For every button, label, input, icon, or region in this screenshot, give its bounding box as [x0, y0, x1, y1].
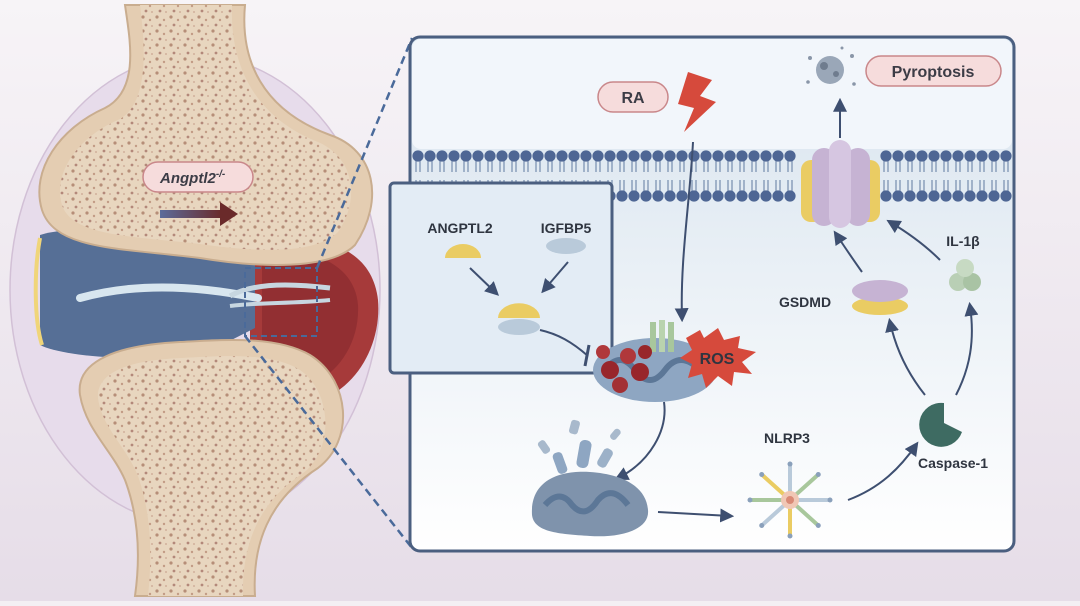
cartilage-left	[40, 227, 255, 359]
angptl2-label: ANGPTL2	[427, 220, 493, 236]
dying-cell-icon	[806, 46, 856, 86]
outcome-pill	[865, 55, 1002, 87]
ros-particles	[596, 345, 652, 393]
outcome-label: Pyroptosis	[892, 64, 975, 81]
nlrp3-label: NLRP3	[764, 430, 810, 446]
zoom-region	[244, 267, 318, 337]
complex-protein-icon	[498, 303, 540, 318]
gene-knockout-label: Angptl2-/-	[159, 169, 226, 187]
caspase-1-label: Caspase-1	[918, 455, 988, 471]
ra-signal-arrow	[674, 141, 694, 323]
il-1-beta-label: IL-1β	[946, 233, 980, 249]
inhibition-line	[539, 329, 589, 357]
nlrp3-inflammasome-icon	[747, 461, 833, 539]
il-1-beta-icon	[949, 259, 981, 291]
igfbp5-label: IGFBP5	[541, 220, 592, 236]
gene-knockout-pill	[142, 161, 254, 193]
stimulus-label: RA	[621, 90, 645, 107]
angptl2-protein-icon	[445, 244, 481, 258]
gsdmd-icon	[852, 280, 908, 315]
ros-burst-icon	[680, 328, 756, 388]
caspase-1-icon	[919, 402, 962, 447]
lightning-icon	[678, 72, 716, 132]
progression-arrow	[160, 210, 222, 218]
stimulus-pill	[597, 81, 669, 113]
gsdmd-label: GSDMD	[779, 294, 831, 310]
gasdermin-pore	[801, 140, 880, 228]
interaction-inset	[388, 181, 614, 375]
damaged-mitochondrion-icon	[531, 419, 649, 537]
igfbp5-protein-icon	[546, 238, 586, 254]
ros-label: ROS	[700, 351, 735, 368]
